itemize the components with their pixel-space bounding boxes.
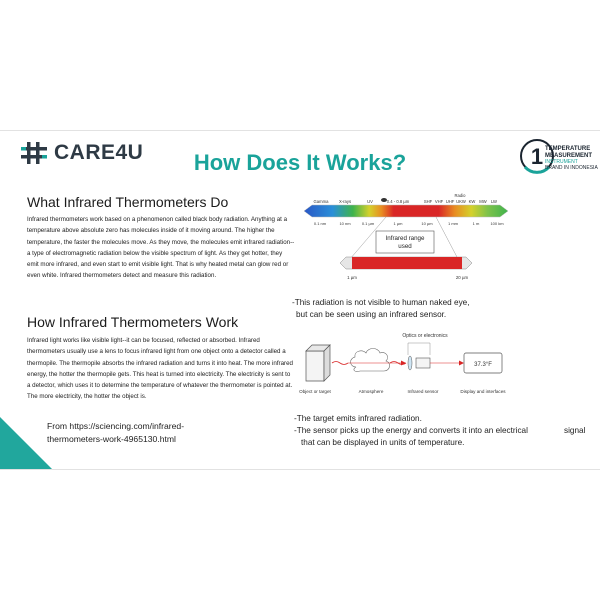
note1-line1: -This radiation is not visible to human … — [292, 298, 470, 307]
brand-badge: 1 TEMPERATURE MEASUREMENT INSTRUMENT BRA… — [519, 137, 598, 175]
badge-line2: MEASUREMENT — [545, 153, 593, 159]
ir-left-label: 1 µm — [347, 275, 357, 280]
label-display: Display and interfaces — [460, 389, 506, 394]
note2-line3: that can be displayed in units of temper… — [301, 438, 465, 447]
wl-3: 1 µm — [394, 221, 404, 226]
ir-range-box — [375, 230, 435, 254]
display-reading: 37.3°F — [474, 362, 492, 368]
label-lw: LW — [491, 199, 497, 204]
eye-icon — [381, 198, 387, 202]
label-shf: SHF — [424, 199, 433, 204]
spectrum-band — [303, 204, 509, 218]
atmosphere-cloud — [350, 348, 390, 372]
number-one-medal-icon: 1 — [520, 139, 554, 174]
slide: CARE4U How Does It Works? 1 TEMPERATURE … — [0, 130, 600, 470]
em-spectrum-diagram: Gamma X-rays UV 0.4 - 0.8 µm Radio SHF V… — [303, 193, 509, 280]
label-sensor: Infrared sensor — [408, 389, 439, 394]
section1-paragraph: Infrared thermometers work based on a ph… — [27, 216, 295, 280]
label-object: Object or target — [299, 389, 331, 394]
label-gamma: Gamma — [314, 199, 330, 204]
label-vhf: VHF — [435, 199, 444, 204]
section2-paragraph: Infrared light works like visible light-… — [27, 337, 293, 401]
note2-line2: -The sensor picks up the energy and conv… — [294, 426, 528, 435]
hashtag-logo-icon — [21, 142, 47, 164]
section2-heading: How Infrared Thermometers Work — [27, 314, 239, 330]
wl-4: 10 µm — [421, 221, 433, 226]
wl-1: 10 nm — [339, 221, 351, 226]
wl-7: 100 km — [490, 221, 504, 226]
optics-label: Optics or electronics — [402, 333, 448, 339]
source-line2: thermometers-work-4965130.html — [47, 434, 176, 444]
wl-6: 1 m — [473, 221, 480, 226]
section1-heading: What Infrared Thermometers Do — [27, 194, 229, 210]
ir-band — [352, 257, 462, 269]
lens — [407, 355, 413, 371]
label-mw: MW — [479, 199, 486, 204]
note2-line2-tail: signal — [564, 426, 586, 435]
label-visible: 0.4 - 0.8 µm — [387, 199, 410, 204]
corner-accent — [0, 417, 52, 469]
label-xrays: X-rays — [339, 199, 351, 204]
source-citation: From https://sciencing.com/infrared- the… — [47, 420, 287, 446]
note1-line2: but can be seen using an infrared sensor… — [296, 310, 447, 319]
object-box — [305, 350, 325, 382]
label-uv: UV — [367, 199, 373, 204]
care4u-logo: CARE4U — [20, 141, 143, 165]
infrared-sensor — [415, 357, 431, 369]
ir-process-diagram: Optics or electronics 37.3°F Object or t… — [299, 333, 506, 394]
wl-2: 0.1 µm — [362, 221, 375, 226]
badge-line3: INSTRUMENT — [545, 159, 578, 165]
ir-title-2: used — [398, 243, 412, 250]
logo-text: CARE4U — [54, 141, 144, 164]
badge-number: 1 — [531, 144, 543, 169]
display-panel — [463, 352, 503, 374]
zoom-line-right — [435, 216, 459, 260]
badge-line1: TEMPERATURE — [545, 146, 591, 152]
badge-line4: BRAND IN INDONESIA — [545, 165, 598, 171]
ir-right-label: 20 µm — [456, 275, 469, 280]
source-line1: From https://sciencing.com/infrared- — [47, 421, 185, 431]
page-title: How Does It Works? — [193, 150, 407, 175]
label-radio: Radio — [455, 193, 467, 198]
wl-5: 1 mm — [448, 221, 459, 226]
label-atmosphere: Atmosphere — [359, 389, 384, 394]
ir-title-1: Infrared range — [386, 235, 425, 242]
zoom-line-left — [349, 216, 387, 260]
label-uhf: UHF — [446, 199, 455, 204]
label-ukw: UKW — [456, 199, 466, 204]
label-kw: KW — [469, 199, 476, 204]
note2-line1: -The target emits infrared radiation. — [294, 414, 422, 423]
wl-0: 0.1 nm — [314, 221, 327, 226]
